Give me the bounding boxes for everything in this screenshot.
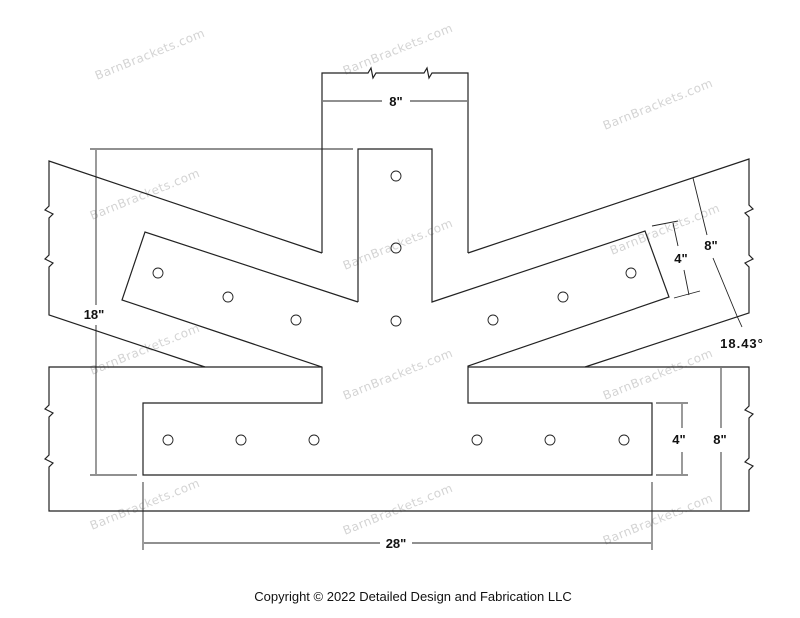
bolt-hole [544,434,556,446]
bolt-hole [290,314,302,326]
watermark: BarnBrackets.com [601,76,715,133]
dim-bottom-plate-width: 4" [672,432,685,447]
bolt-holes [152,170,637,446]
bolt-hole [390,315,402,327]
bolt-hole [618,434,630,446]
bolt-hole [222,291,234,303]
watermark: BarnBrackets.com [93,26,207,83]
bolt-hole [625,267,637,279]
watermark: BarnBrackets.com [341,481,455,538]
bolt-hole [162,434,174,446]
dim-beam-width: 8" [713,432,726,447]
bracket-plate [121,148,670,476]
bolt-hole [557,291,569,303]
dim-overall-length: 28" [386,536,407,551]
bolt-hole [487,314,499,326]
bolt-hole [235,434,247,446]
copyright-notice: Copyright © 2022 Detailed Design and Fab… [254,589,572,604]
watermark: BarnBrackets.com [88,166,202,223]
bolt-hole [308,434,320,446]
watermark: BarnBrackets.com [341,346,455,403]
bolt-hole [471,434,483,446]
watermark: BarnBrackets.com [88,321,202,378]
dimension-lines: 8" 18" 4" 8" 18.43° 4" 8" 28" [84,94,764,551]
watermarks: BarnBrackets.com BarnBrackets.com BarnBr… [88,21,722,548]
watermark: BarnBrackets.com [601,491,715,548]
watermark: BarnBrackets.com [601,346,715,403]
watermark: BarnBrackets.com [88,476,202,533]
bolt-hole [390,242,402,254]
dim-overall-height: 18" [84,307,105,322]
dim-arm-plate-width: 4" [674,251,687,266]
dim-arm-timber-width: 8" [704,238,717,253]
bolt-hole [390,170,402,182]
dim-angle: 18.43° [720,336,764,351]
timbers [43,66,755,512]
dim-post-width: 8" [389,94,402,109]
watermark: BarnBrackets.com [341,21,455,78]
bolt-hole [152,267,164,279]
